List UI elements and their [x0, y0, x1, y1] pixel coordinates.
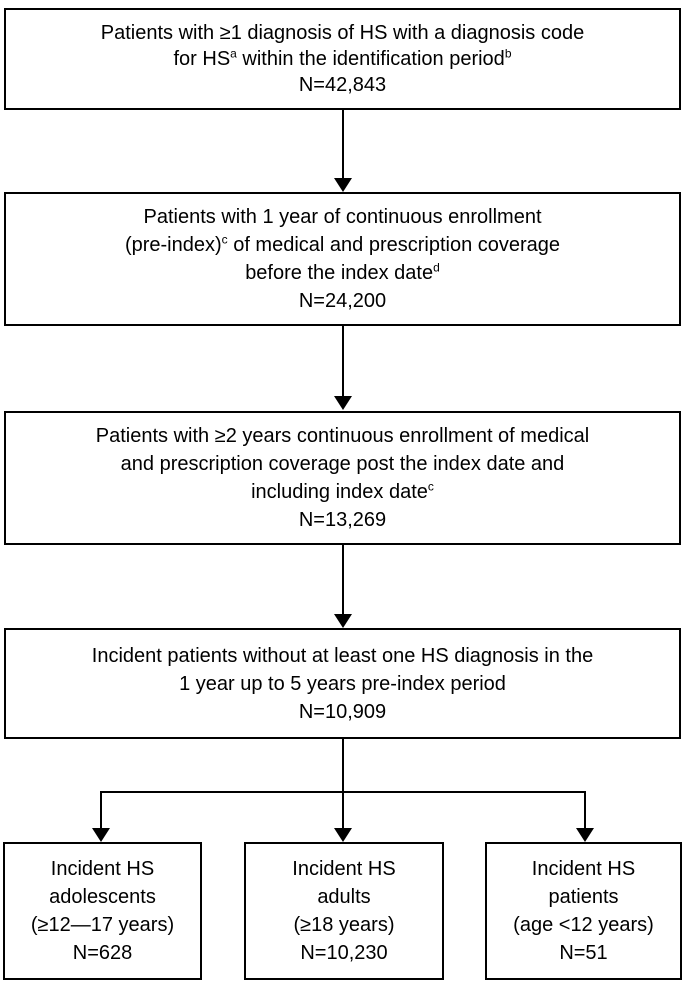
flow-box-diagnosed-patients: Patients with ≥1 diagnosis of HS with a …: [4, 8, 681, 110]
box-text-line: (pre-index)c of medical and prescription…: [125, 231, 560, 259]
text-segment: including index date: [251, 481, 428, 503]
branch-trunk-stem: [342, 739, 344, 793]
footnote-marker-b: b: [504, 46, 512, 61]
branch-left-stem: [100, 791, 102, 829]
box-text-line: patients: [548, 886, 619, 908]
arrowhead-down-icon: [334, 396, 352, 410]
flow-box-preindex-enrollment: Patients with 1 year of continuous enrol…: [4, 192, 681, 326]
footnote-marker-c: c: [221, 232, 228, 247]
box-text-line: Patients with ≥1 diagnosis of HS with a …: [100, 22, 585, 44]
connector-stem-1: [342, 110, 344, 178]
box-n-value: N=24,200: [298, 290, 387, 312]
box-n-value: N=10,230: [300, 942, 388, 964]
box-text-line: (≥12—17 years): [30, 914, 175, 936]
text-segment: (pre-index): [124, 234, 222, 256]
box-text-line: for HSa within the identification period…: [173, 46, 511, 72]
footnote-marker-c: c: [427, 479, 434, 494]
arrowhead-down-icon: [92, 828, 110, 842]
text-segment: for HS: [173, 48, 231, 70]
box-n-value: N=10,909: [298, 700, 387, 723]
box-text-line: Patients with ≥2 years continuous enroll…: [95, 425, 590, 447]
box-text-line: Incident patients without at least one H…: [91, 644, 594, 667]
box-n-value: N=42,843: [298, 74, 387, 96]
box-n-value: N=13,269: [298, 509, 387, 531]
box-text-line: Incident HS: [50, 858, 155, 880]
box-text-line: 1 year up to 5 years pre-index period: [179, 672, 506, 695]
box-text-line: and prescription coverage post the index…: [120, 453, 565, 475]
box-text-line: including index datec: [251, 478, 434, 506]
box-text-line: Incident HS: [531, 858, 636, 880]
text-segment: within the identification period: [236, 48, 505, 70]
arrowhead-down-icon: [334, 828, 352, 842]
box-text-line: Incident HS: [292, 858, 396, 880]
flow-box-incident-patients: Incident patients without at least one H…: [4, 628, 681, 739]
box-text-line: Patients with 1 year of continuous enrol…: [143, 206, 542, 228]
arrowhead-down-icon: [576, 828, 594, 842]
box-text-line: adolescents: [49, 886, 156, 908]
flow-box-incident-adolescents: Incident HS adolescents (≥12—17 years) N…: [3, 842, 202, 980]
text-segment: before the index date: [245, 262, 434, 284]
flow-box-incident-adults: Incident HS adults (≥18 years) N=10,230: [244, 842, 444, 980]
box-text-line: adults: [317, 886, 371, 908]
connector-stem-3: [342, 545, 344, 614]
box-text-line: before the index dated: [245, 259, 440, 287]
arrowhead-down-icon: [334, 178, 352, 192]
box-n-value: N=628: [72, 942, 133, 964]
flow-box-incident-children: Incident HS patients (age <12 years) N=5…: [485, 842, 682, 980]
footnote-marker-d: d: [433, 260, 440, 275]
box-text-line: (≥18 years): [293, 914, 395, 936]
branch-right-stem: [584, 791, 586, 829]
box-text-line: (age <12 years): [513, 914, 654, 936]
footnote-marker-a: a: [230, 46, 237, 61]
arrowhead-down-icon: [334, 614, 352, 628]
box-n-value: N=51: [559, 942, 608, 964]
text-segment: of medical and prescription coverage: [227, 234, 561, 256]
connector-stem-2: [342, 326, 344, 396]
flow-box-postindex-enrollment: Patients with ≥2 years continuous enroll…: [4, 411, 681, 545]
branch-middle-stem: [342, 791, 344, 829]
